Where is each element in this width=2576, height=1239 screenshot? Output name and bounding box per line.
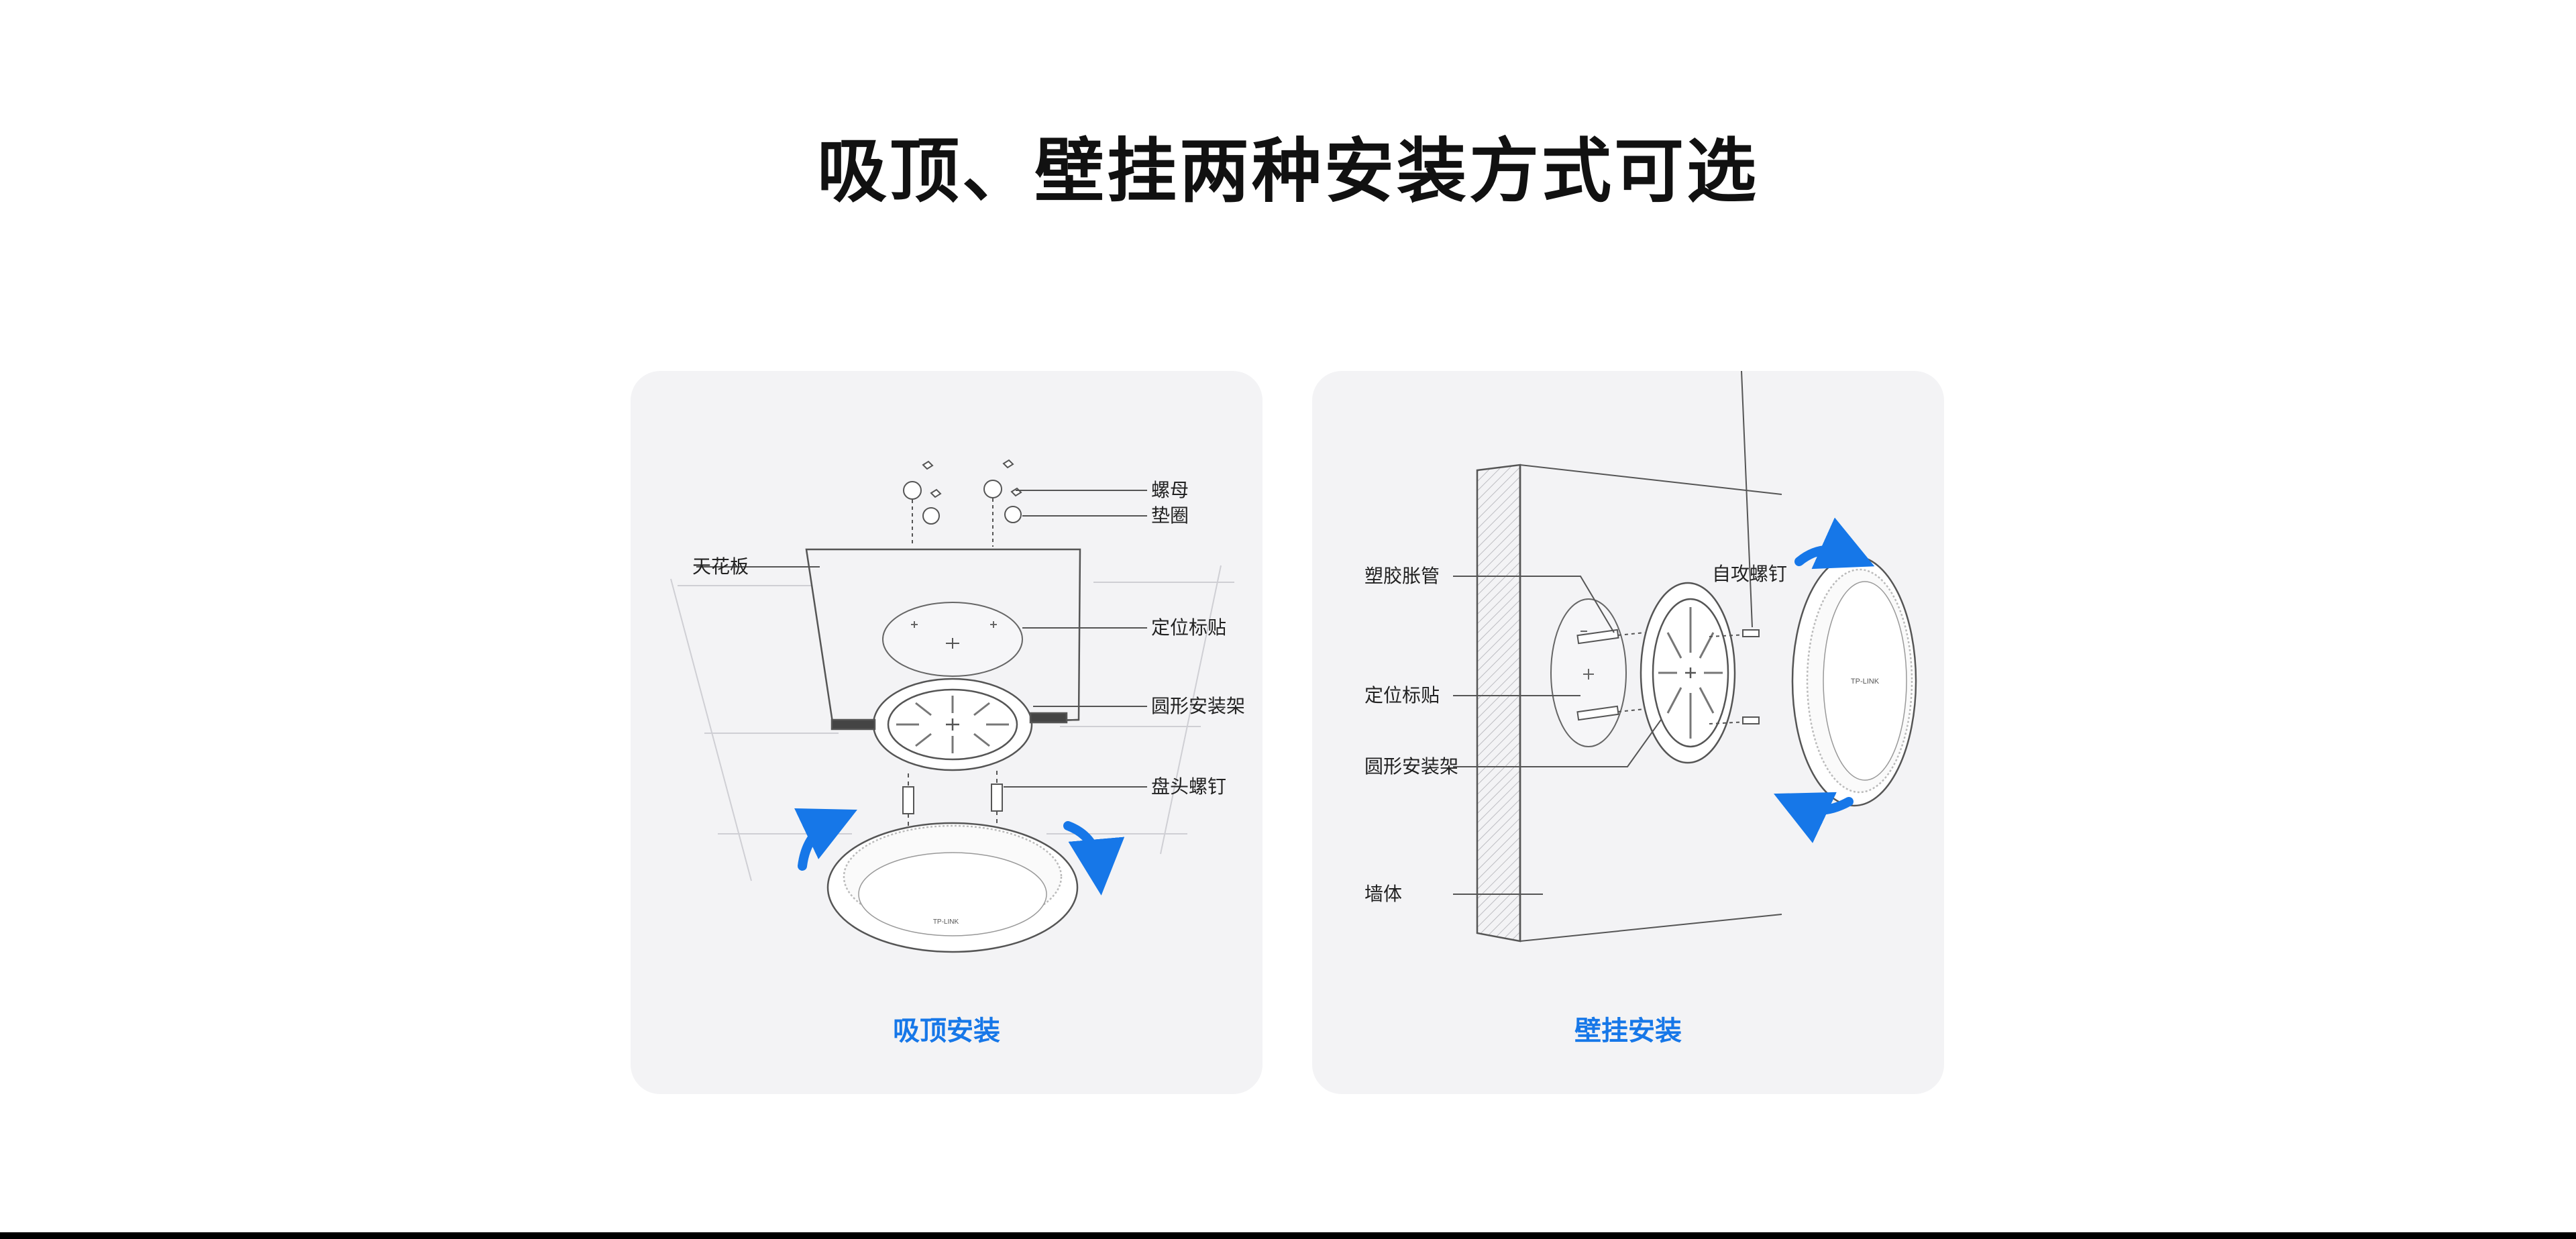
wall-caption: 壁挂安装 bbox=[1574, 1016, 1682, 1046]
svg-text:TP-LINK: TP-LINK bbox=[933, 918, 959, 926]
wall-round-bracket bbox=[1640, 582, 1736, 764]
ceiling-install-card: TP-LINK 螺母 垫圈 天花板 定位标贴 圆形安装架 盘头螺钉 吸顶安装 bbox=[631, 371, 1263, 1094]
label-pan-head-screw: 盘头螺钉 bbox=[1151, 775, 1227, 798]
label-nut: 螺母 bbox=[1151, 479, 1189, 501]
label-ceiling: 天花板 bbox=[692, 555, 749, 578]
ceiling-caption: 吸顶安装 bbox=[893, 1016, 1000, 1046]
label-round-bracket: 圆形安装架 bbox=[1151, 695, 1246, 717]
wall-position-sticker bbox=[1550, 598, 1627, 747]
label-wall-round-bracket: 圆形安装架 bbox=[1364, 755, 1459, 777]
wall-install-card: TP-LINK 塑胶胀管 自攻螺钉 定位标贴 圆形安装架 墙体 壁挂安装 bbox=[1312, 371, 1944, 1094]
ceiling-ap-device bbox=[826, 822, 1079, 953]
wall-block bbox=[1476, 464, 1782, 942]
label-wall-position-sticker: 定位标贴 bbox=[1364, 684, 1440, 706]
ceiling-position-sticker bbox=[882, 602, 1023, 677]
plastic-anchors bbox=[1576, 629, 1646, 721]
self-tapping-screws bbox=[1709, 629, 1761, 724]
bottom-border bbox=[0, 1232, 2576, 1239]
top-nuts-washers bbox=[903, 459, 1022, 547]
wall-ap-device bbox=[1791, 555, 1917, 807]
label-wall: 墙体 bbox=[1364, 883, 1403, 905]
ceiling-install-diagram: TP-LINK bbox=[670, 459, 1234, 953]
label-plastic-anchor: 塑胶胀管 bbox=[1364, 565, 1440, 587]
label-position-sticker: 定位标贴 bbox=[1151, 616, 1227, 639]
label-self-tapping-screw: 自攻螺钉 bbox=[1712, 563, 1788, 585]
label-washer: 垫圈 bbox=[1151, 504, 1189, 527]
wall-install-diagram: TP-LINK bbox=[1453, 371, 1917, 942]
svg-text:TP-LINK: TP-LINK bbox=[1851, 678, 1880, 686]
ceiling-round-bracket bbox=[830, 678, 1068, 771]
rotate-arrows bbox=[794, 808, 1125, 896]
page-title: 吸顶、壁挂两种安装方式可选 bbox=[816, 130, 1759, 212]
pan-head-screws bbox=[902, 771, 1003, 841]
wall-rotate-arrows bbox=[1773, 517, 1875, 843]
